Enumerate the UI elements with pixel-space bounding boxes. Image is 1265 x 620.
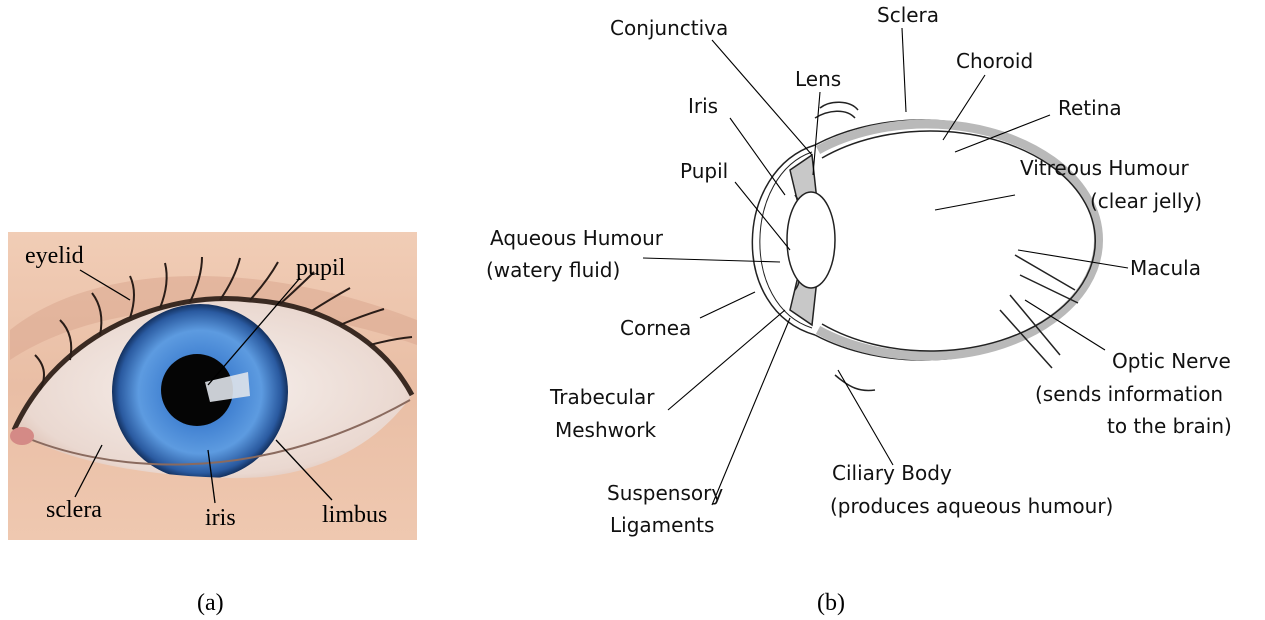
- label-vitreous-2: (clear jelly): [1090, 189, 1202, 213]
- label-choroid: Choroid: [956, 49, 1033, 73]
- label-macula: Macula: [1130, 256, 1201, 280]
- label-iris: iris: [205, 505, 236, 531]
- label-sclera-b: Sclera: [877, 3, 939, 27]
- label-lens: Lens: [795, 67, 841, 91]
- label-vitreous-1: Vitreous Humour: [1020, 156, 1190, 180]
- label-retina: Retina: [1058, 96, 1122, 120]
- label-limbus: limbus: [322, 502, 387, 528]
- label-pupil: pupil: [296, 255, 346, 281]
- label-aqueous-1: Aqueous Humour: [490, 226, 664, 250]
- label-sclera: sclera: [46, 497, 102, 523]
- eye-photo: [8, 232, 417, 540]
- label-suspensory-2: Ligaments: [610, 513, 714, 537]
- label-aqueous-2: (watery fluid): [486, 258, 620, 282]
- label-iris-b: Iris: [688, 94, 718, 118]
- label-cornea: Cornea: [620, 316, 691, 340]
- label-trabecular-2: Meshwork: [555, 418, 656, 442]
- caption-b: (b): [817, 590, 845, 616]
- label-optic-3: to the brain): [1107, 414, 1232, 438]
- label-optic-2: (sends information: [1035, 382, 1223, 406]
- label-trabecular-1: Trabecular: [549, 385, 655, 409]
- label-optic-1: Optic Nerve: [1112, 349, 1231, 373]
- label-eyelid: eyelid: [25, 243, 84, 269]
- label-pupil-b: Pupil: [680, 159, 728, 183]
- label-suspensory-1: Suspensory: [607, 481, 723, 505]
- label-ciliary-2: (produces aqueous humour): [830, 494, 1113, 518]
- label-ciliary-1: Ciliary Body: [832, 461, 952, 485]
- caption-a: (a): [197, 590, 224, 616]
- label-conjunctiva: Conjunctiva: [610, 16, 728, 40]
